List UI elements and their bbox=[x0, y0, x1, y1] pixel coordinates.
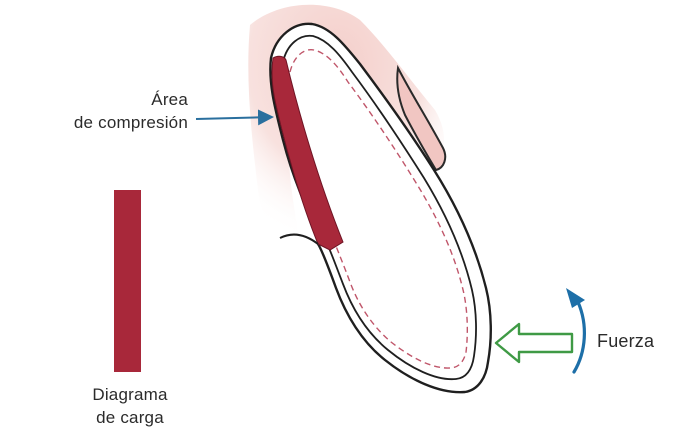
force-arrow-icon bbox=[496, 324, 572, 362]
compression-area-label: Área de compresión bbox=[18, 88, 188, 134]
compression-area-label-line2: de compresión bbox=[18, 111, 188, 134]
load-diagram-bar bbox=[114, 190, 141, 372]
load-diagram-label-line1: Diagrama bbox=[65, 383, 195, 406]
compression-area-label-line1: Área bbox=[18, 88, 188, 111]
load-diagram-label: Diagrama de carga bbox=[65, 383, 195, 429]
force-label: Fuerza bbox=[597, 330, 654, 353]
rotation-arrow-head bbox=[566, 288, 585, 308]
rotation-arrow-icon bbox=[574, 302, 584, 372]
load-diagram-label-line2: de carga bbox=[65, 406, 195, 429]
